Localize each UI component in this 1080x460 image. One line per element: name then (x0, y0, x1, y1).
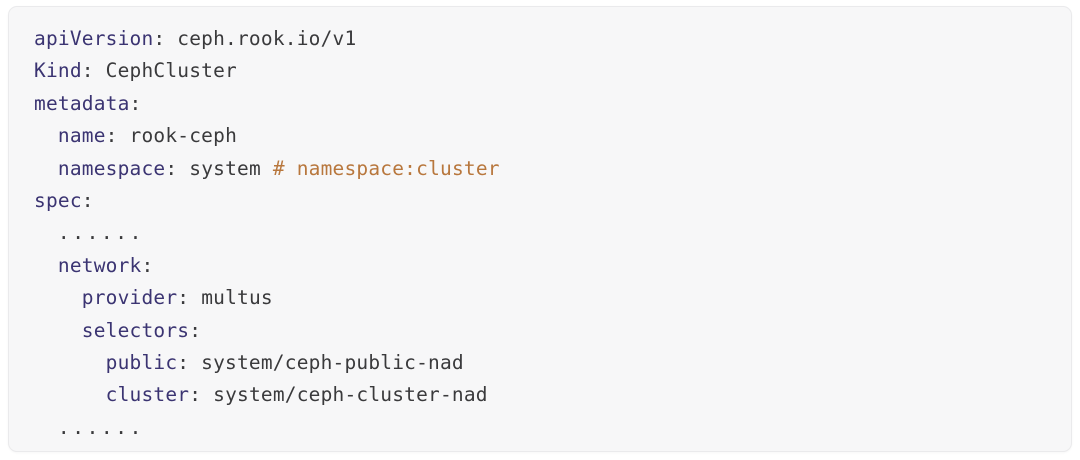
code-token-value: CephCluster (105, 59, 237, 83)
code-indent (34, 319, 82, 342)
code-indent (34, 351, 106, 374)
code-token-key: network (57, 253, 142, 277)
code-line: network: (34, 250, 1071, 282)
code-indent (34, 157, 58, 180)
code-token-value: system/ceph-cluster-nad (213, 383, 488, 407)
code-indent (34, 286, 82, 309)
code-token-value: system/ceph-public-nad (201, 350, 464, 374)
code-line: namespace: system # namespace:cluster (34, 153, 1071, 185)
code-line: selectors: (34, 315, 1071, 347)
code-token-punct: : (81, 59, 106, 83)
code-token-value: rook-ceph (129, 124, 238, 148)
code-token-punct: : (141, 253, 154, 277)
code-token-punct: : (189, 318, 202, 342)
code-line: metadata: (34, 88, 1071, 120)
code-indent (34, 416, 58, 439)
code-line: ...... (34, 217, 1071, 249)
code-indent (34, 254, 58, 277)
code-token-key: name (57, 124, 106, 148)
code-token-key: apiVersion (34, 27, 154, 50)
code-indent (34, 124, 58, 147)
code-line: apiVersion: ceph.rook.io/v1 (34, 23, 1071, 55)
code-token-key: spec (34, 188, 82, 212)
code-token-punct: : (165, 156, 190, 180)
code-token-punct: : (153, 27, 178, 50)
code-line: ...... (34, 412, 1071, 444)
code-indent (34, 221, 58, 244)
code-token-key: cluster (105, 383, 190, 407)
code-line: Kind: CephCluster (34, 55, 1071, 87)
code-token-punct: : (189, 383, 214, 407)
code-token-key: metadata (34, 91, 130, 115)
code-token-comment: # namespace:cluster (272, 156, 500, 180)
code-token-value: system (189, 156, 273, 180)
code-token-key: provider (81, 286, 178, 310)
code-token-ellipsis: ...... (57, 221, 144, 245)
code-line: provider: multus (34, 282, 1071, 314)
code-line: spec: (34, 185, 1071, 217)
code-token-punct: : (177, 286, 202, 310)
code-line: name: rook-ceph (34, 120, 1071, 152)
code-line: public: system/ceph-public-nad (34, 347, 1071, 379)
code-token-value: multus (201, 286, 273, 310)
code-token-key: public (105, 350, 178, 374)
code-token-punct: : (129, 91, 142, 115)
code-token-punct: : (105, 124, 130, 148)
code-token-key: namespace (57, 156, 166, 180)
code-token-key: selectors (81, 318, 190, 342)
code-token-punct: : (177, 350, 202, 374)
code-token-value: ceph.rook.io/v1 (177, 27, 357, 50)
code-token-key: Kind (34, 59, 82, 83)
code-token-ellipsis: ...... (57, 415, 144, 439)
code-indent (34, 383, 106, 406)
code-token-punct: : (81, 188, 94, 212)
code-line: cluster: system/ceph-cluster-nad (34, 379, 1071, 411)
